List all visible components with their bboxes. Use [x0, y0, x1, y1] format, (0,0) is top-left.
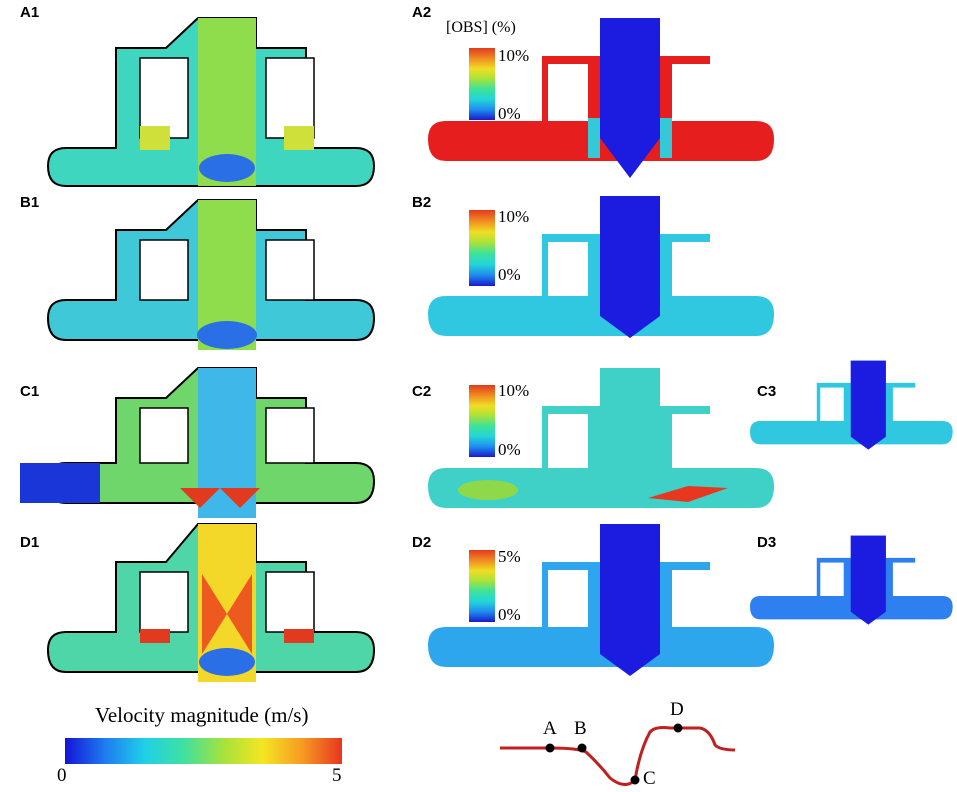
obs-field-b2: [428, 196, 774, 338]
obs-colorbar-c: [469, 385, 495, 457]
obs-colorbar-b: [469, 210, 495, 286]
obs-colorbar-a-max: 10%: [498, 46, 530, 65]
obs-colorbar-title: [OBS] (%): [446, 19, 516, 36]
timeline-point-a: [545, 743, 555, 753]
timeline-point-b: [577, 743, 587, 753]
velocity-colorbar-max: 5: [332, 765, 342, 786]
timeline-label-b: B: [574, 718, 587, 739]
obs-colorbar-a-min: 0%: [498, 104, 521, 123]
panel-label-c2: C2: [412, 383, 432, 400]
obs-colorbar-d-max: 5%: [498, 547, 521, 566]
timeline-label-a: A: [543, 718, 557, 739]
obs-field-d3: [750, 535, 953, 625]
panel-label-a2: A2: [412, 4, 432, 21]
obs-colorbar-d: [469, 550, 495, 622]
obs-field-a2: [428, 18, 774, 178]
obs-colorbar-c-max: 10%: [498, 381, 530, 400]
timeline-curve: [500, 723, 736, 786]
timeline-label-c: C: [643, 768, 656, 789]
obs-field-c3: [750, 360, 953, 450]
obs-field-c2: [428, 368, 774, 508]
velocity-field-b1: [46, 199, 376, 350]
velocity-field-c1: [20, 367, 376, 518]
obs-field-d2: [428, 524, 774, 676]
timeline-label-d: D: [670, 699, 684, 720]
velocity-colorbar: [65, 738, 342, 764]
obs-colorbar-a: [469, 48, 495, 120]
panel-label-d1: D1: [20, 534, 40, 551]
panel-label-c1: C1: [20, 383, 40, 400]
timeline-point-c: [630, 775, 640, 785]
timeline-point-d: [673, 723, 683, 733]
obs-colorbar-d-min: 0%: [498, 605, 521, 624]
obs-colorbar-b-max: 10%: [498, 207, 530, 226]
panel-label-a1: A1: [20, 4, 40, 21]
velocity-colorbar-title: Velocity magnitude (m/s): [95, 703, 309, 727]
obs-colorbar-b-min: 0%: [498, 265, 521, 284]
panel-label-b1: B1: [20, 194, 40, 211]
panel-label-d3: D3: [757, 534, 777, 551]
panel-label-c3: C3: [757, 383, 777, 400]
panel-label-d2: D2: [412, 534, 432, 551]
panel-label-b2: B2: [412, 194, 432, 211]
timeline-line: [500, 726, 736, 786]
obs-colorbar-c-min: 0%: [498, 440, 521, 459]
velocity-field-d1: [46, 523, 376, 682]
velocity-colorbar-min: 0: [57, 765, 67, 786]
velocity-field-a1: [46, 17, 376, 187]
